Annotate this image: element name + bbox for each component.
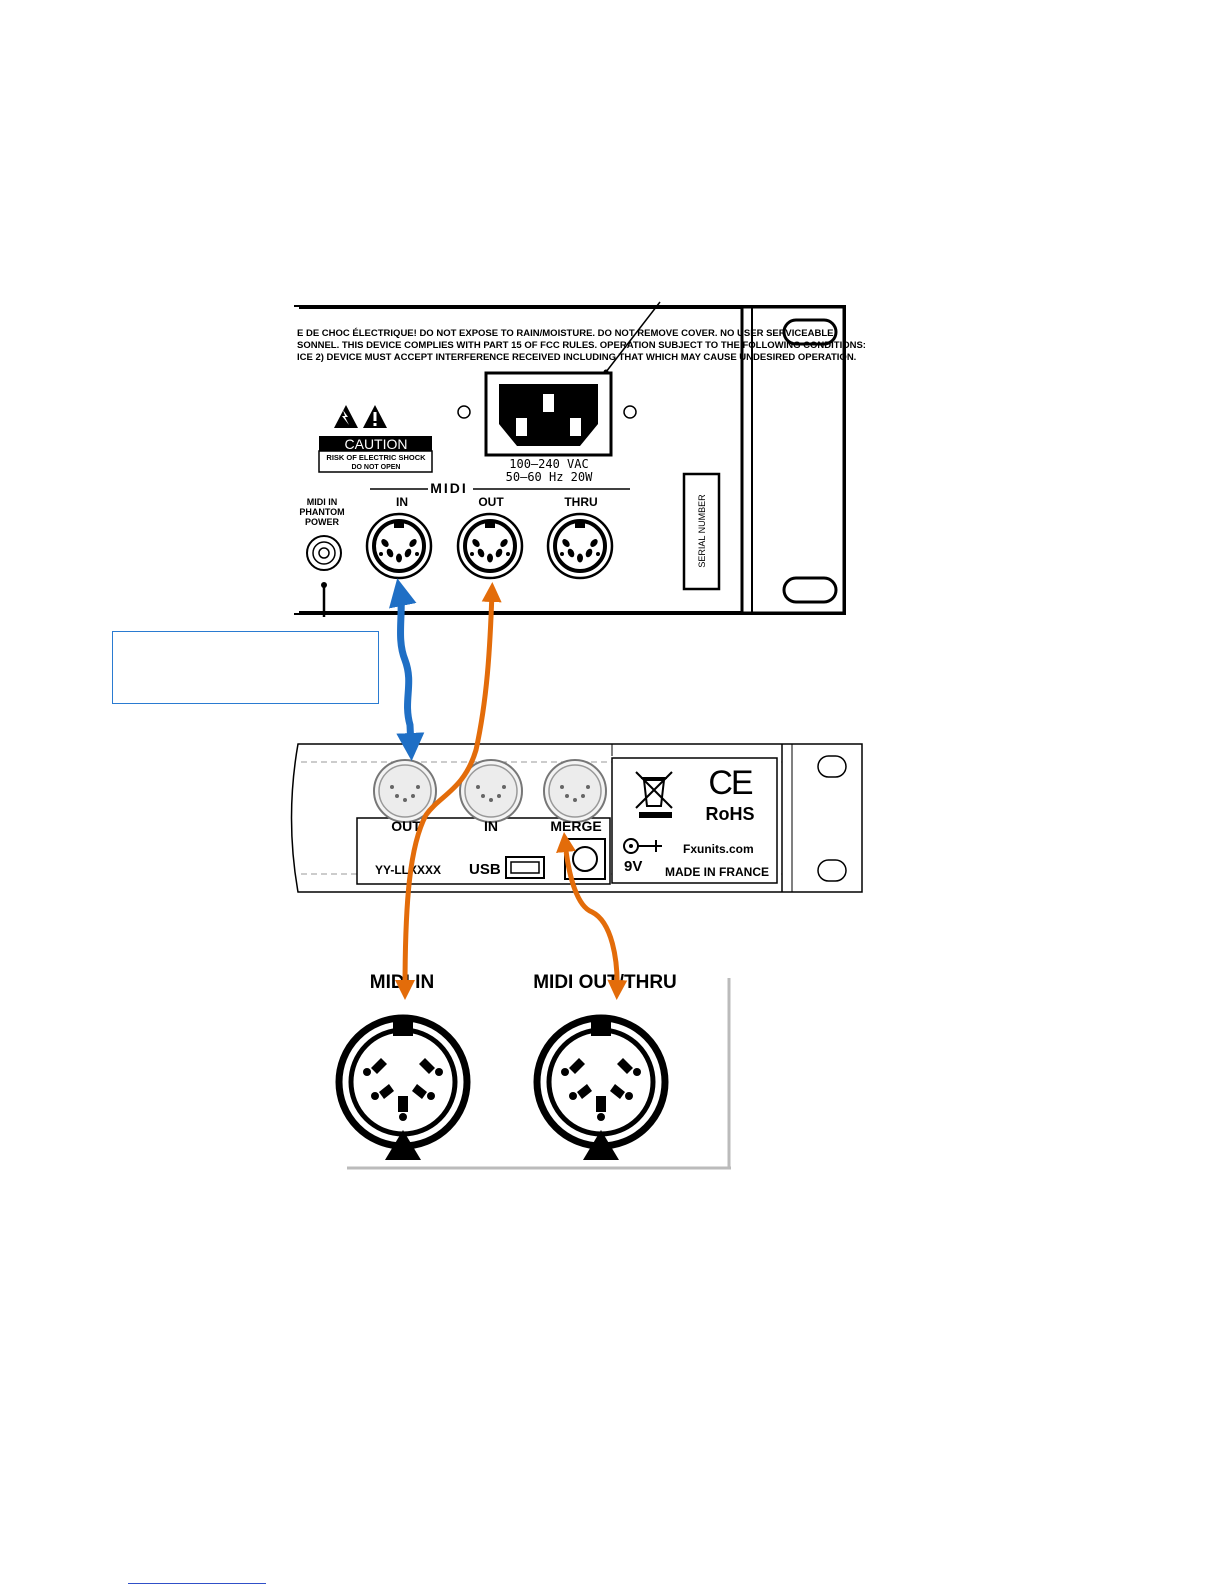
iec-power-inlet	[457, 371, 637, 457]
merger-mount-hole-bottom	[817, 859, 847, 882]
cables	[389, 578, 628, 1000]
warning-text-line-2: SONNEL. THIS DEVICE COMPLIES WITH PART 1…	[297, 340, 866, 351]
phantom-label-line-1: MIDI IN	[307, 497, 338, 507]
rack-midi-thru-port	[546, 512, 614, 580]
rack-port-thru-label: THRU	[564, 495, 597, 509]
caution-title: CAUTION	[345, 436, 408, 452]
serial-number-label: SERIAL NUMBER	[697, 494, 707, 568]
orange-cable-merge-to-midi-out-thru	[556, 832, 628, 1000]
blue-cable	[389, 578, 425, 761]
orange-cable-rack-out-to-midi-in	[395, 582, 502, 1000]
ce-mark-icon: CE	[708, 764, 753, 802]
weee-bin-icon	[635, 771, 673, 818]
warning-text-line-3: ICE 2) DEVICE MUST ACCEPT INTERFERENCE R…	[297, 352, 856, 363]
screw-hole-right	[623, 405, 637, 419]
warning-text-line-1: E DE CHOC ÉLECTRIQUE! DO NOT EXPOSE TO R…	[297, 328, 833, 339]
website-label: Fxunits.com	[683, 842, 754, 856]
rack-mount-hole-top	[782, 318, 838, 346]
footer-rule	[128, 1583, 266, 1584]
rack-midi-out-port	[456, 512, 524, 580]
midi-merger-unit: OUT IN MERGE YY-LLXXXX USB CE RoHS	[290, 743, 863, 893]
power-rating-line-1: 100–240 VAC	[509, 457, 588, 471]
merger-mount-hole-top	[817, 755, 847, 778]
power-rating-line-2: 50–60 Hz 20W	[506, 470, 593, 484]
rack-midi-in-port	[365, 512, 433, 580]
caution-label: CAUTION RISK OF ELECTRIC SHOCK DO NOT OP…	[318, 405, 433, 473]
callout-box	[112, 631, 379, 704]
phantom-power-jack	[306, 535, 342, 571]
external-midi-in-label: MIDI IN	[370, 972, 434, 993]
leader-line	[605, 301, 661, 373]
rack-unit-back-panel: E DE CHOC ÉLECTRIQUE! DO NOT EXPOSE TO R…	[293, 301, 866, 617]
merger-cert-panel	[611, 757, 778, 884]
caution-line-1: RISK OF ELECTRIC SHOCK	[326, 453, 426, 462]
screw-hole-left	[457, 405, 471, 419]
external-midi-out-thru-label: MIDI OUT/THRU	[533, 972, 677, 993]
serial-number-plate	[682, 472, 721, 591]
rack-port-out-label: OUT	[478, 495, 504, 509]
made-in-label: MADE IN FRANCE	[665, 865, 769, 879]
phantom-label-line-2: PHANTOM	[299, 507, 344, 517]
midi-header: MIDI	[430, 480, 468, 496]
rack-port-in-label: IN	[396, 495, 408, 509]
phantom-label-line-3: POWER	[305, 517, 340, 527]
caution-line-2: DO NOT OPEN	[351, 464, 400, 471]
usb-port-icon	[505, 856, 545, 879]
merger-merge-port	[543, 759, 607, 823]
dc-voltage-label: 9V	[624, 858, 642, 875]
merger-merge-label: MERGE	[550, 818, 601, 834]
external-device-panel: MIDI IN MIDI OUT/THRU	[339, 972, 731, 1170]
merger-in-label: IN	[484, 818, 498, 834]
rohs-mark: RoHS	[706, 804, 755, 824]
rack-unit-ear	[740, 305, 846, 615]
usb-label: USB	[469, 861, 501, 878]
rack-mount-hole-bottom	[782, 576, 838, 604]
